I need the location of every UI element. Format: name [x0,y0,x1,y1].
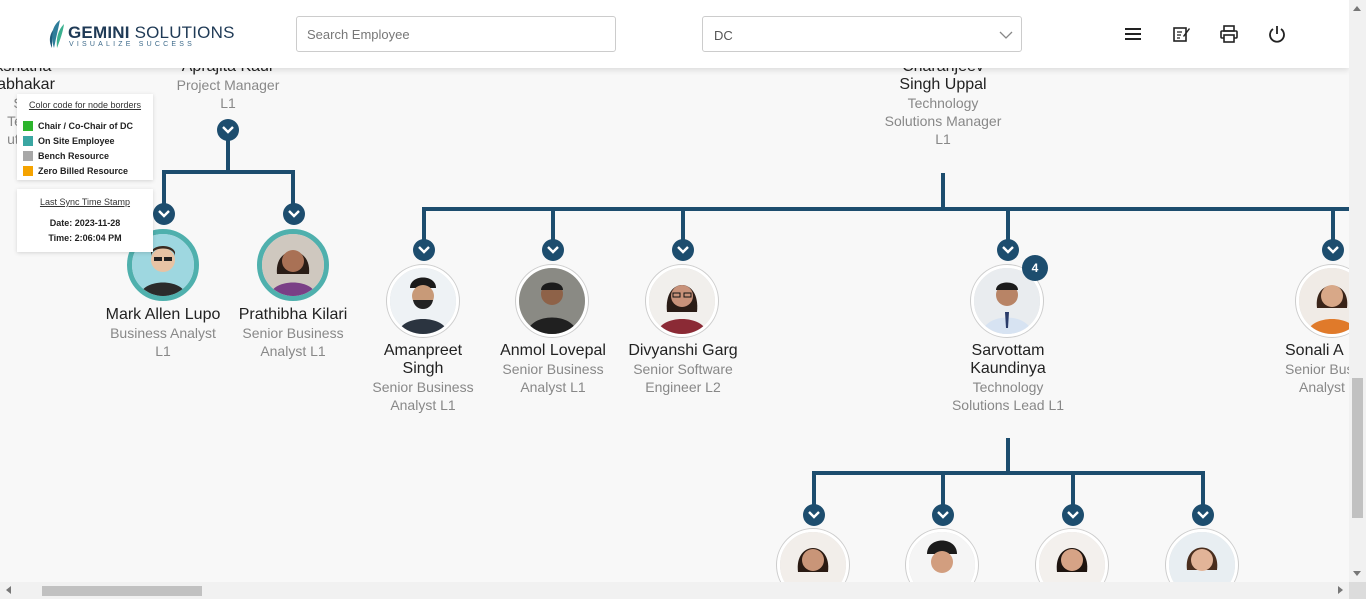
chevron-down-icon [222,126,234,134]
expand-toggle-anmol[interactable] [542,239,564,261]
scroll-left-icon[interactable] [6,586,11,594]
person-photo-icon [519,268,585,334]
menu-icon[interactable] [1123,24,1143,44]
node-charanjeev[interactable]: Charanjeev Singh Uppal Technology Soluti… [884,58,1002,147]
vertical-scrollbar[interactable] [1349,0,1366,582]
expand-toggle-amanpreet[interactable] [413,239,435,261]
legend-item: Chair / Co-Chair of DC [23,118,147,133]
avatar-divyanshi[interactable] [646,265,718,337]
scrollbar-corner [1349,582,1366,599]
legend-item: Bench Resource [23,148,147,163]
onsite-swatch [23,135,33,146]
legend-item: On Site Employee [23,133,147,148]
chevron-down-icon [1327,246,1339,254]
scroll-up-icon[interactable] [1353,6,1361,11]
person-photo-icon [132,234,194,296]
avatar-amanpreet[interactable] [387,265,459,337]
chevron-down-icon [547,246,559,254]
expand-toggle-sarvottam[interactable] [997,239,1019,261]
vertical-scroll-thumb[interactable] [1352,378,1363,518]
chevron-down-icon [808,511,820,519]
avatar-prathibha[interactable] [257,229,329,301]
expand-toggle-aprajita[interactable] [217,119,239,141]
horizontal-scroll-thumb[interactable] [42,586,202,596]
legend-item: Zero Billed Resource [23,163,147,178]
person-photo-icon [974,268,1040,334]
chevron-down-icon [677,246,689,254]
avatar-mark[interactable] [127,229,199,301]
print-icon[interactable] [1219,24,1239,44]
node-sarvottam[interactable]: Sarvottam Kaundinya Technology Solutions… [951,342,1065,413]
expand-toggle-child-2[interactable] [932,504,954,526]
node-anmol[interactable]: Anmol Lovepal Senior Business Analyst L1 [500,342,606,395]
chevron-down-icon [999,31,1013,39]
node-sonali[interactable]: Sonali A Senior Bus Analyst [1285,342,1349,395]
scroll-down-icon[interactable] [1353,571,1361,576]
chevron-down-icon [288,210,300,218]
sync-title: Last Sync Time Stamp [39,197,131,207]
node-border-legend: Color code for node borders Chair / Co-C… [17,94,153,180]
power-icon[interactable] [1267,24,1287,44]
gemini-logo[interactable]: GEMINI SOLUTIONS VISUALIZE SUCCESS [48,18,234,52]
bench-swatch [23,150,33,161]
person-photo-icon [262,234,324,296]
logo-tagline: VISUALIZE SUCCESS [69,41,195,48]
sync-time: Time: 2:06:04 PM [48,233,122,243]
chevron-down-icon [1197,511,1209,519]
leaf-logo-icon [49,20,64,48]
node-prathibha[interactable]: Prathibha Kilari Senior Business Analyst… [238,306,348,359]
person-photo-icon [390,268,456,334]
logo-wordmark: GEMINI SOLUTIONS [68,23,235,42]
expand-toggle-child-3[interactable] [1062,504,1084,526]
expand-toggle-child-1[interactable] [803,504,825,526]
expand-toggle-child-4[interactable] [1192,504,1214,526]
chevron-down-icon [1067,511,1079,519]
expand-toggle-mark[interactable] [153,203,175,225]
avatar-anmol[interactable] [516,265,588,337]
node-amanpreet[interactable]: Amanpreet Singh Senior Business Analyst … [372,342,474,413]
expand-toggle-prathibha[interactable] [283,203,305,225]
expand-toggle-sonali[interactable] [1322,239,1344,261]
chevron-down-icon [418,246,430,254]
chevron-down-icon [1002,246,1014,254]
person-photo-icon [649,268,715,334]
chevron-down-icon [158,210,170,218]
expand-toggle-divyanshi[interactable] [672,239,694,261]
sync-date: Date: 2023-11-28 [49,218,121,228]
dc-select[interactable]: DC [702,16,1022,52]
scroll-right-icon[interactable] [1338,586,1343,594]
app-header: GEMINI SOLUTIONS VISUALIZE SUCCESS DC [0,0,1349,68]
direct-reports-count-badge[interactable]: 4 [1022,255,1048,281]
search-employee-input[interactable] [296,16,616,52]
node-divyanshi[interactable]: Divyanshi Garg Senior Software Engineer … [628,342,738,395]
dc-select-value: DC [714,28,733,43]
node-mark[interactable]: Mark Allen Lupo Business Analyst L1 [105,306,221,359]
chair-swatch [23,120,33,131]
chevron-down-icon [937,511,949,519]
horizontal-scrollbar[interactable] [0,582,1349,599]
org-connector-lines [162,140,1349,506]
legend-title: Color code for node borders [28,100,142,110]
zero-billed-swatch [23,165,33,176]
edit-note-icon[interactable] [1171,24,1191,44]
sync-timestamp-panel: Last Sync Time Stamp Date: 2023-11-28 Ti… [17,189,153,252]
